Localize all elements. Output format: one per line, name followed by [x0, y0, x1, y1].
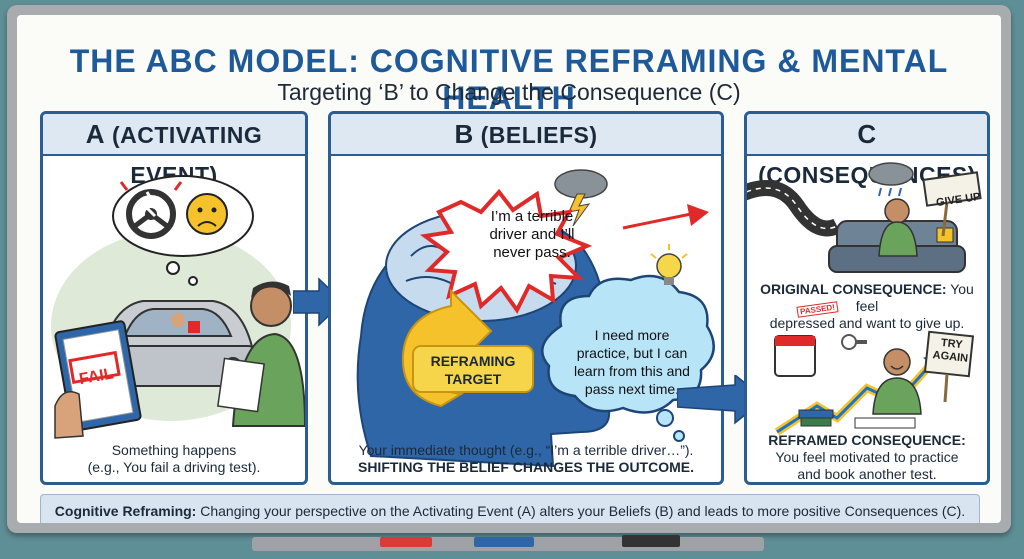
positive-thought-line3: learn from this and: [574, 363, 690, 379]
panel-beliefs: B (BELIEFS): [328, 111, 724, 485]
try-again-sign: [923, 330, 975, 378]
panel-b-heading: (BELIEFS): [480, 122, 598, 148]
reframing-target-text: REFRAMING TARGET: [413, 352, 533, 388]
beliefs-illustration: [356, 169, 715, 468]
blue-marker-icon[interactable]: [474, 537, 534, 547]
reframed-consequence-text1: You feel motivated to practice: [775, 449, 959, 465]
negative-arrow-line: [622, 212, 692, 230]
hand-icon: [54, 391, 84, 439]
lightbulb-icon: [650, 244, 688, 285]
negative-thought-bubble: [419, 188, 593, 314]
panel-b-caption-line2: SHIFTING THE BELIEF CHANGES THE OUTCOME.: [357, 459, 694, 475]
books-icon: [798, 409, 916, 429]
panel-a-caption-line1: Something happens: [111, 442, 237, 458]
broken-steering-wheel-icon: [119, 181, 183, 239]
sad-face-icon: [186, 193, 228, 235]
positive-thought-cloud-icon: [541, 274, 715, 442]
driving-test-illustration: FAIL: [51, 175, 305, 439]
panel-a-letter: A: [85, 119, 106, 149]
panel-consequences: C (CONSEQUENCES): [744, 111, 990, 485]
panel-b-caption-line1: Your immediate thought (e.g., “I’m a ter…: [358, 442, 694, 458]
panel-a-header: A (ACTIVATING EVENT): [43, 114, 305, 188]
cognitive-reframing-summary: Cognitive Reframing: Changing your persp…: [40, 494, 980, 523]
panel-a-caption: Something happens (e.g., You fail a driv…: [43, 442, 305, 476]
give-up-sign: [922, 171, 982, 207]
reframing-target-box: [412, 345, 534, 393]
original-consequence-text1: You feel: [855, 281, 974, 314]
keys-icon: [841, 334, 867, 350]
eraser-icon[interactable]: [622, 535, 680, 547]
page-title: THE ABC MODEL: COGNITIVE REFRAMING & MEN…: [69, 43, 949, 116]
red-marker-icon[interactable]: [380, 537, 432, 547]
summary-text: Changing your perspective on the Activat…: [200, 503, 966, 519]
positive-thought-text: I need more practice, but I can learn fr…: [553, 326, 711, 398]
original-consequence-label: ORIGINAL CONSEQUENCE:: [760, 281, 947, 297]
calendar-icon: [774, 335, 816, 377]
reframed-consequence-caption: REFRAMED CONSEQUENCE: You feel motivated…: [747, 432, 987, 482]
rain-cloud-icon: [868, 162, 914, 197]
whiteboard-surface: THE ABC MODEL: COGNITIVE REFRAMING & MEN…: [17, 15, 1001, 523]
negative-thought-line1: I’m a terrible: [490, 208, 574, 225]
panel-a-caption-line2: (e.g., You fail a driving test).: [87, 459, 261, 475]
panel-b-letter: B: [454, 119, 474, 149]
reframed-consequence-label: REFRAMED CONSEQUENCE:: [768, 432, 966, 448]
negative-arrow-head-icon: [687, 204, 709, 226]
panel-b-header: B (BELIEFS): [331, 114, 721, 156]
original-consequence-caption: ORIGINAL CONSEQUENCE: You feel depressed…: [747, 281, 987, 332]
panel-c-header: C (CONSEQUENCES): [747, 114, 987, 188]
positive-thought-line1: I need more: [594, 327, 670, 343]
original-consequence-text2: depressed and want to give up.: [769, 315, 965, 331]
negative-thought-text: I’m a terrible driver and I’ll never pas…: [467, 208, 597, 262]
reframing-target-line1: REFRAMING: [430, 353, 516, 369]
panel-activating-event: A (ACTIVATING EVENT): [40, 111, 308, 485]
panel-c-letter: C: [857, 119, 877, 149]
negative-thought-line2: driver and I’ll: [489, 226, 575, 243]
negative-thought-line3: never pass.: [493, 244, 571, 261]
page-subtitle: Targeting ‘B’ to Change the Consequence …: [277, 79, 741, 105]
consequences-illustration: [747, 162, 982, 436]
whiteboard-frame: THE ABC MODEL: COGNITIVE REFRAMING & MEN…: [7, 5, 1011, 533]
positive-thought-line4: pass next time.: [584, 381, 680, 397]
sad-person-icon: [878, 198, 918, 257]
reframed-consequence-text2: and book another test.: [797, 466, 937, 482]
happy-person-icon: [872, 348, 922, 415]
reframing-target-line2: TARGET: [444, 371, 502, 387]
fail-label: FAIL: [78, 365, 115, 388]
summary-label: Cognitive Reframing:: [54, 503, 197, 519]
panel-b-caption: Your immediate thought (e.g., “I’m a ter…: [331, 442, 721, 476]
try-again-sign-text: TRY AGAIN: [930, 336, 972, 366]
positive-thought-line2: practice, but I can: [576, 345, 688, 361]
instructor-icon: [217, 281, 305, 427]
road-icon: [747, 180, 841, 237]
